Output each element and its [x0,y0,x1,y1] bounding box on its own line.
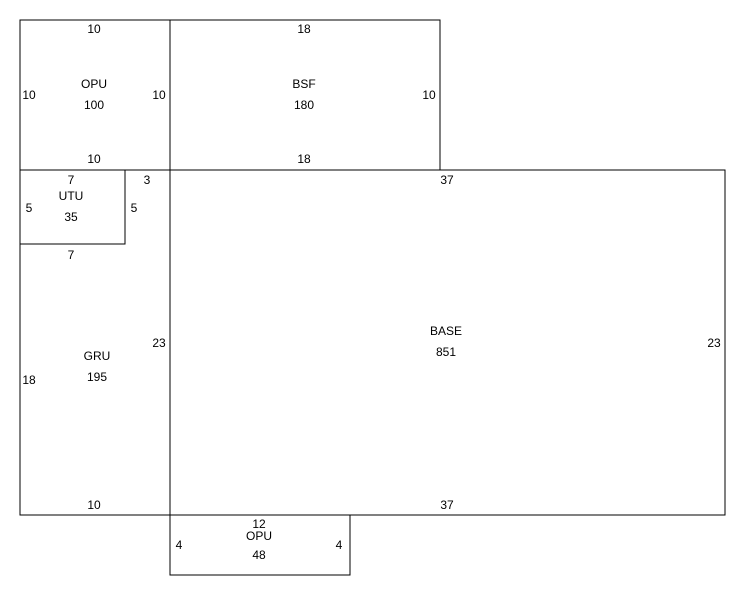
gru-dim-left: 18 [22,373,36,387]
base-name: BASE [430,324,462,338]
utu-outline [19,169,126,245]
opu-top-dim-top: 10 [87,22,101,36]
area-opu-top: 10 10 10 10 OPU 100 [19,19,171,171]
utu-dim-left: 5 [26,201,33,215]
area-base: 37 23 37 BASE 851 [169,169,726,516]
bsf-outline [169,19,441,171]
base-sqft: 851 [436,345,456,359]
bsf-dim-top: 18 [297,22,311,36]
gru-sqft: 195 [87,370,107,384]
bsf-dim-right: 10 [422,88,436,102]
opu-top-name: OPU [81,77,107,91]
opu-bottom-outline [169,514,351,576]
opu-bottom-sqft: 48 [252,548,266,562]
utu-dim-top: 7 [68,173,75,187]
opu-bottom-dim-top: 12 [252,517,266,531]
utu-dim-right: 5 [131,201,138,215]
bsf-dim-bottom: 18 [297,152,311,166]
opu-top-dim-left: 10 [22,88,36,102]
utu-dim-bottom: 7 [68,248,75,262]
opu-top-dim-bottom: 10 [87,152,101,166]
opu-bottom-dim-right: 4 [336,538,343,552]
opu-top-dim-right: 10 [152,88,166,102]
base-outline [169,169,726,516]
base-dim-right: 23 [707,336,721,350]
bsf-sqft: 180 [294,98,314,112]
opu-bottom-dim-left: 4 [176,538,183,552]
area-gru: 18 23 10 GRU 195 [19,169,171,516]
area-opu-bottom: 12 4 4 OPU 48 [169,514,351,576]
base-dim-bottom: 37 [440,498,454,512]
gru-dim-bottom: 10 [87,498,101,512]
gru-dim-right: 23 [152,336,166,350]
opu-bottom-name: OPU [246,529,272,543]
gru-name: GRU [84,349,111,363]
utu-sqft: 35 [64,210,78,224]
bsf-name: BSF [292,77,315,91]
gru-outline [19,169,171,516]
utu-dim-gap: 3 [144,173,151,187]
base-dim-top: 37 [440,173,454,187]
opu-top-sqft: 100 [84,98,104,112]
area-bsf: 18 10 18 BSF 180 [169,19,441,171]
utu-name: UTU [59,189,84,203]
opu-top-outline [19,19,171,171]
area-utu: 7 5 5 7 3 UTU 35 [19,169,151,262]
